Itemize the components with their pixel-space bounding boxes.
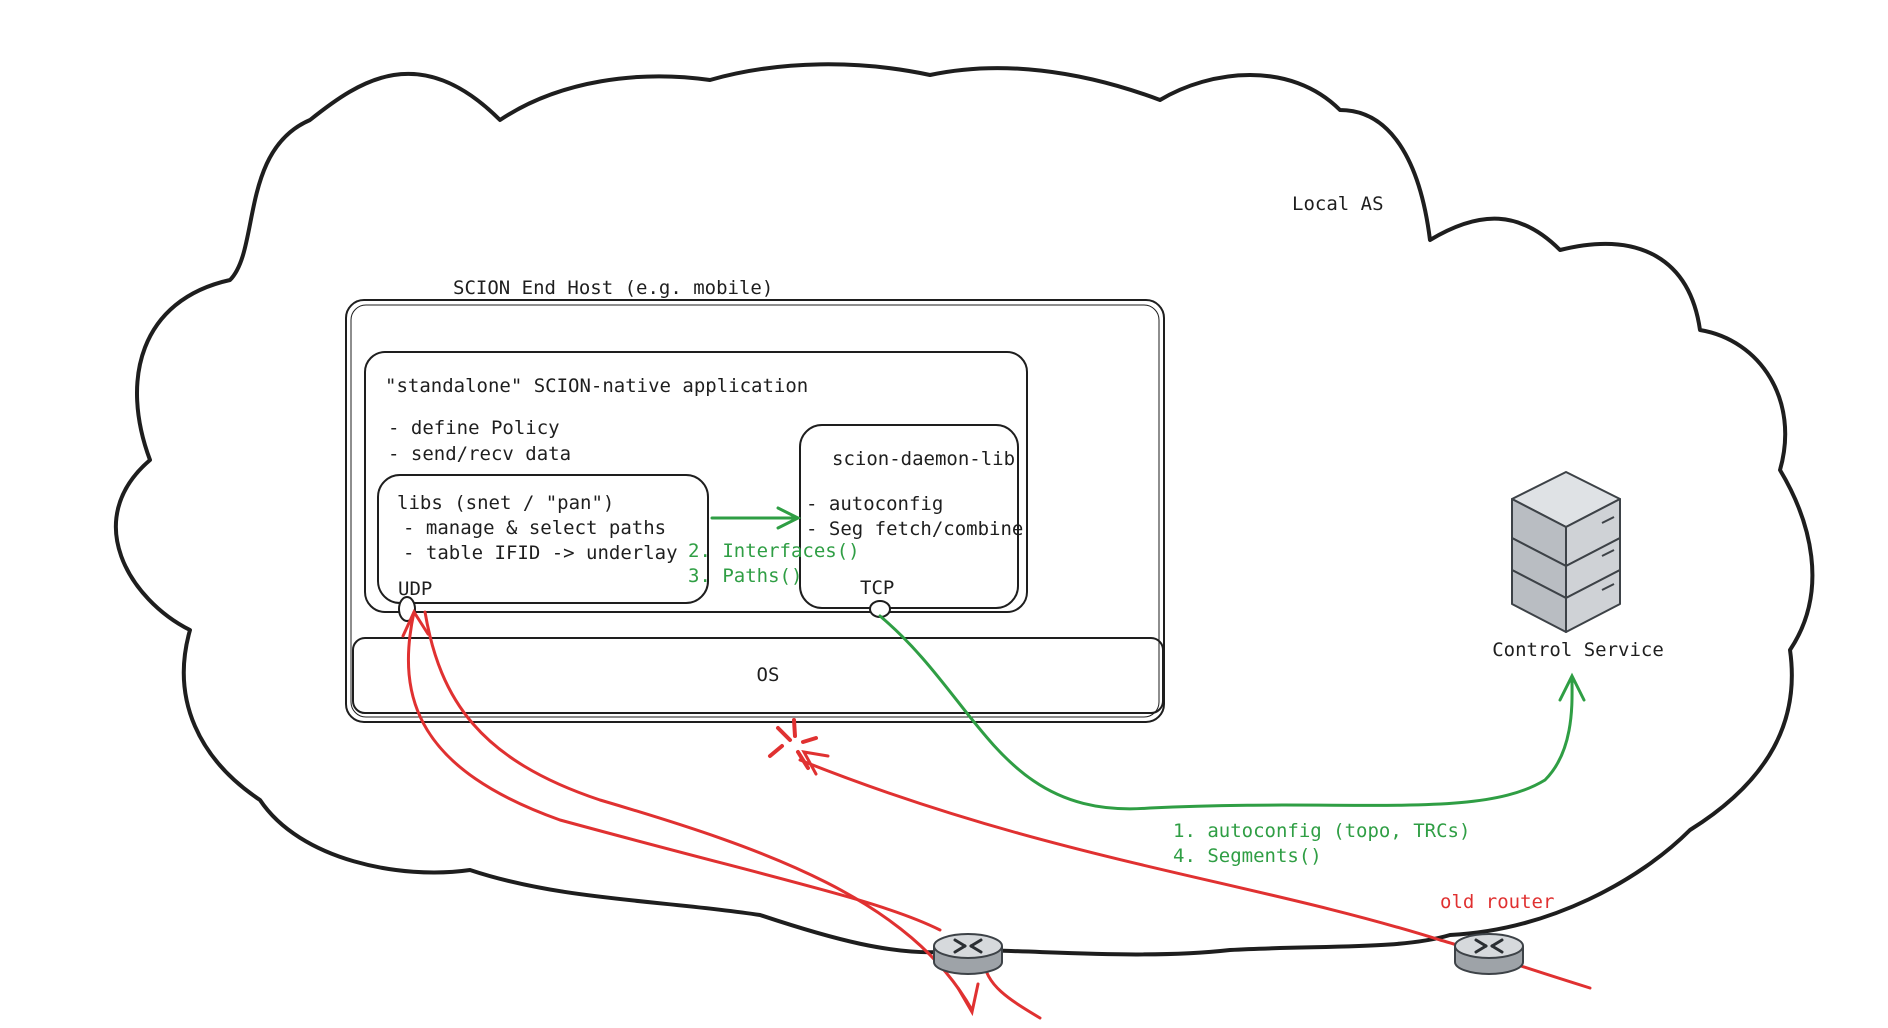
local-as-label: Local AS — [1292, 193, 1384, 215]
libs-line: - table IFID -> underlay — [403, 542, 678, 564]
app-box — [364, 351, 1028, 613]
daemon-title: scion-daemon-lib — [832, 448, 1015, 470]
cs-call: 1. autoconfig (topo, TRCs) — [1173, 820, 1470, 842]
daemon-box — [799, 424, 1019, 609]
cs-call: 4. Segments() — [1173, 845, 1322, 867]
lib-call: 2. Interfaces() — [688, 540, 860, 562]
libs-to-daemon-arrow — [710, 506, 802, 530]
router-icon — [1454, 933, 1524, 975]
end-host-box-inner — [350, 304, 1160, 718]
tcp-label: TCP — [860, 577, 894, 599]
old-router-label: old router — [1440, 891, 1554, 913]
end-host-label: SCION End Host (e.g. mobile) — [453, 277, 773, 299]
libs-box — [377, 474, 709, 604]
daemon-bullet: - autoconfig — [806, 493, 943, 515]
os-bar — [352, 637, 1164, 714]
router-icon — [933, 933, 1003, 975]
local-as-cloud — [114, 62, 1815, 957]
app-bullet: - send/recv data — [388, 443, 571, 465]
app-title: "standalone" SCION-native application — [385, 375, 808, 397]
server-stack-icon — [1511, 471, 1621, 633]
lib-call: 3. Paths() — [688, 565, 802, 587]
os-label: OS — [757, 664, 780, 686]
daemon-bullet: - Seg fetch/combine — [806, 518, 1023, 540]
blocked-marker-icon — [768, 718, 818, 770]
daemon-to-control-service-arrow — [878, 614, 1586, 811]
app-bullet: - define Policy — [388, 417, 560, 439]
libs-line: - manage & select paths — [403, 517, 666, 539]
libs-line: libs (snet / "pan") — [397, 492, 614, 514]
end-host-box — [345, 299, 1165, 723]
control-service-label: Control Service — [1492, 639, 1664, 661]
udp-label: UDP — [398, 578, 432, 600]
